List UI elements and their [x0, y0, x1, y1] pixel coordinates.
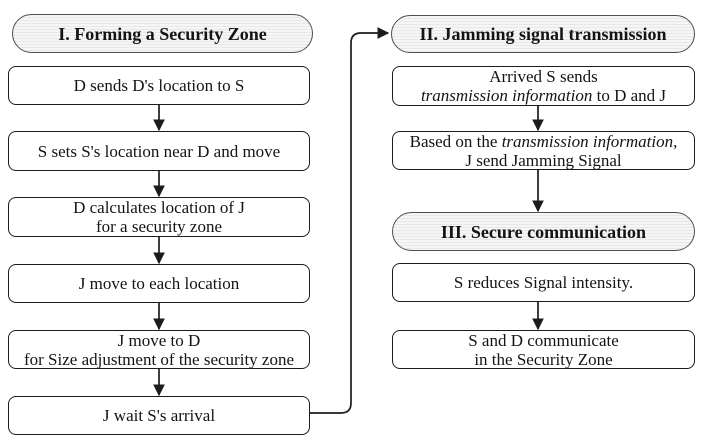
step-text-line: D sends D's location to S [74, 76, 245, 95]
step-text: J move to D [117, 330, 201, 350]
step-text-line: S sets S's location near D and move [38, 142, 280, 161]
connector-l6-phase2 [310, 27, 390, 414]
step-j-send-jamming-signal: Based on the transmission information,J … [392, 131, 695, 170]
step-text-line: Arrived S sends [489, 67, 598, 86]
step-text: D sends D's location to S [73, 76, 245, 95]
step-text-line: S and D communicate [468, 331, 619, 350]
step-text-line: J send Jamming Signal [465, 151, 621, 170]
step-text: in the Security Zone [474, 349, 613, 369]
step-text: S sets S's location near D and move [37, 141, 281, 161]
step-text-line: J move to D [118, 331, 201, 350]
step-s-reduces-intensity: S reduces Signal intensity. [392, 263, 695, 302]
step-text: for Size adjustment of the security zone [23, 349, 295, 369]
step-text: J move to each location [78, 274, 240, 293]
phase-iii-label: III. Secure communication [440, 221, 647, 242]
step-text-italic: transmission information [501, 131, 674, 151]
step-d-sends-location: D sends D's location to S [8, 66, 310, 105]
phase-ii-header: II. Jamming signal transmission [391, 15, 695, 53]
phase-ii-label: II. Jamming signal transmission [419, 24, 667, 44]
step-text: D calculates location of J [73, 198, 245, 217]
step-text: J wait S's arrival [102, 406, 216, 425]
step-text-line: Based on the transmission information, [410, 132, 678, 151]
step-j-wait-arrival: J wait S's arrival [8, 396, 310, 435]
step-text-italic: transmission information [420, 86, 593, 105]
step-text-line: J wait S's arrival [103, 406, 215, 425]
step-text: to D and J [592, 86, 667, 105]
step-text-line: J move to each location [79, 274, 240, 293]
step-text-line: for Size adjustment of the security zone [24, 350, 294, 369]
step-j-move-each-location: J move to each location [8, 264, 310, 303]
step-text-line: for a security zone [96, 217, 222, 236]
step-text: S and D communicate [468, 330, 619, 350]
phase-i-label: I. Forming a Security Zone [58, 23, 267, 44]
step-text: J send Jamming Signal [465, 150, 622, 170]
phase-i-header: I. Forming a Security Zone [12, 14, 313, 53]
step-text-line: in the Security Zone [474, 350, 612, 369]
step-text: for a security zone [95, 217, 223, 236]
phase-iii-header: III. Secure communication [392, 212, 695, 251]
step-text-line: transmission information to D and J [421, 86, 666, 105]
step-text-line: D calculates location of J [73, 198, 245, 217]
step-text: , [673, 131, 678, 151]
step-s-sets-location: S sets S's location near D and move [8, 131, 310, 171]
step-text-line: S reduces Signal intensity. [454, 273, 633, 292]
step-text: Arrived S sends [489, 67, 598, 86]
step-text: S reduces Signal intensity. [453, 273, 634, 292]
step-text: Based on the [409, 131, 502, 151]
